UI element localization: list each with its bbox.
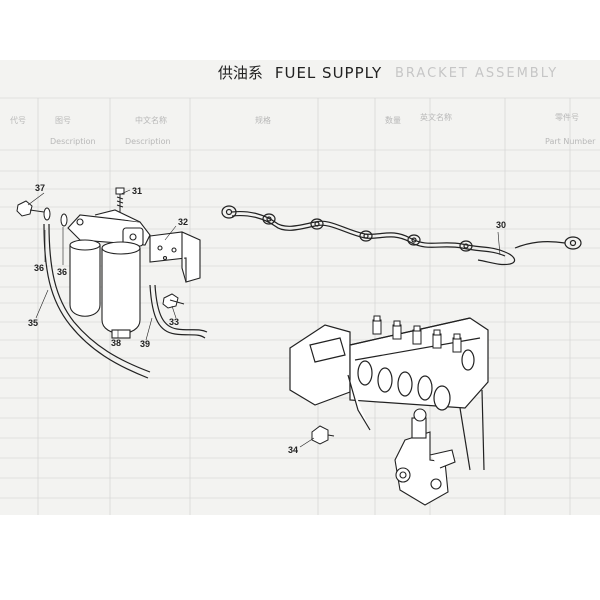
bleedthrough-header: 数量: [385, 116, 401, 125]
banjo-fitting-37: [16, 200, 68, 227]
bleedthrough-header: 图号: [55, 116, 71, 125]
callout-30: 30: [496, 220, 507, 230]
bleedthrough-subheader: Description: [50, 137, 96, 146]
callout-31: 31: [132, 186, 143, 196]
callout-39: 39: [140, 339, 151, 349]
callout-37: 37: [35, 183, 46, 193]
bleedthrough-top-text: BRACKET ASSEMBLY: [395, 66, 559, 81]
callout-38: 38: [111, 338, 122, 348]
callout-34: 34: [288, 445, 299, 455]
callout-32: 32: [178, 217, 189, 227]
feed-pump: [394, 408, 456, 506]
title-chinese: 供油系: [217, 64, 263, 82]
bleedthrough-subheader: Description: [125, 137, 171, 146]
page-title: 供油系 FUEL SUPPLY: [0, 62, 600, 83]
bleedthrough-header: 英文名称: [420, 113, 452, 122]
title-english: FUEL SUPPLY: [274, 64, 383, 82]
leader-lines: [27, 189, 315, 448]
bleedthrough-header: 零件号: [555, 113, 579, 122]
bleedthrough-header: 中文名称: [135, 116, 167, 125]
callout-36b: 36: [57, 267, 68, 277]
fitting-34: [311, 425, 335, 445]
return-pipe-30: [221, 205, 582, 266]
callout-33: 33: [169, 317, 180, 327]
fuel-filter-assembly: [67, 209, 151, 339]
fuel-pipe-35: [43, 223, 151, 379]
bracket-32: [149, 231, 201, 283]
callout-35: 35: [28, 318, 39, 328]
delivery-valves: [372, 315, 462, 353]
callout-36a: 36: [34, 263, 45, 273]
bleedthrough-header: 规格: [255, 116, 271, 125]
bolt-31: [115, 187, 125, 212]
fuel-pipe-39: [149, 284, 208, 339]
bleedthrough-header: 代号: [10, 116, 26, 125]
bolt-33: [162, 293, 185, 309]
